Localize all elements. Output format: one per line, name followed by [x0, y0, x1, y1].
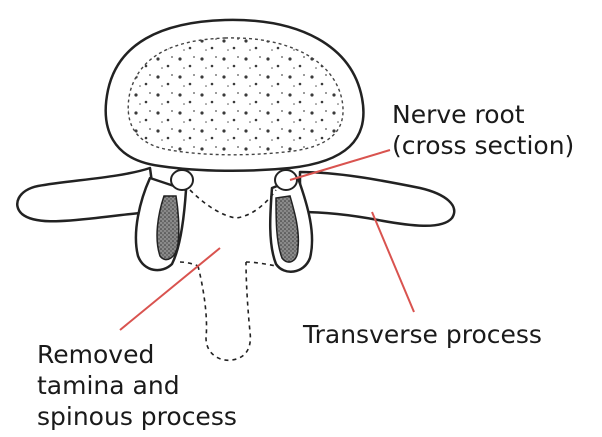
removed-lamina-label: Removed tamina and spinous process: [37, 339, 237, 432]
removed-lamina-label-line1: Removed: [37, 339, 237, 370]
nerve-root-label: Nerve root (cross section): [392, 99, 574, 161]
transverse-process-label: Transverse process: [303, 319, 542, 350]
right-transverse-process: [300, 172, 454, 226]
removed-lamina-label-line2: tamina and: [37, 370, 237, 401]
removed-lamina-label-line3: spinous process: [37, 401, 237, 432]
right-nerve-root: [275, 170, 297, 190]
removed-lamina-left-edge: [180, 262, 198, 266]
nerve-root-label-line2: (cross section): [392, 130, 574, 161]
left-transverse-process: [17, 168, 156, 221]
removed-lamina-right-edge: [246, 262, 276, 266]
transverse-process-leader: [372, 212, 414, 312]
nerve-root-label-line1: Nerve root: [392, 99, 574, 130]
transverse-process-label-line1: Transverse process: [303, 319, 542, 350]
left-nerve-root: [171, 170, 193, 190]
removed-lamina-outline: [190, 190, 276, 218]
